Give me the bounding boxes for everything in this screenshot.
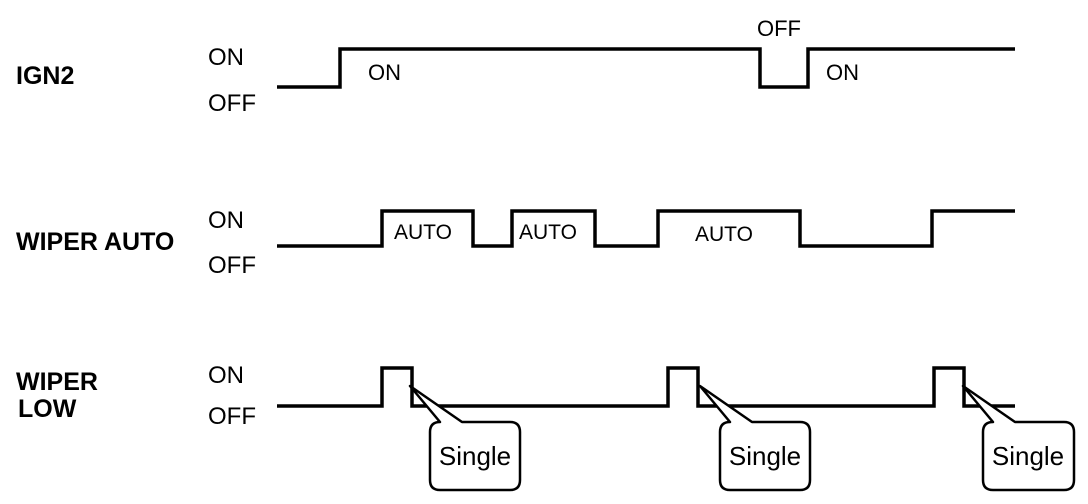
- wiper-auto-waveform: [277, 209, 1015, 248]
- wiper-auto-state-1: AUTO: [394, 221, 452, 244]
- single-callout-label-2: Single: [728, 441, 802, 471]
- wiper-low-waveform: [277, 366, 1015, 408]
- single-callout-label-1: Single: [438, 441, 512, 471]
- single-callout-2: [698, 384, 812, 492]
- wiper-auto-off-level-label: OFF: [208, 252, 256, 279]
- wiper-auto-state-3: AUTO: [695, 223, 753, 246]
- wiper-auto-on-level-label: ON: [208, 207, 244, 234]
- ign2-state-on-2: ON: [826, 60, 859, 85]
- ign2-on-level-label: ON: [208, 44, 244, 71]
- wiper-low-label-line2: LOW: [18, 395, 77, 423]
- wiper-low-label-line1: WIPER: [16, 368, 98, 396]
- ign2-label: IGN2: [16, 62, 75, 90]
- single-callout-label-3: Single: [991, 441, 1065, 471]
- ign2-state-off: OFF: [757, 16, 801, 41]
- wiper-low-off-level-label: OFF: [208, 403, 256, 430]
- single-callout-3: [961, 384, 1076, 492]
- wiper-low-on-level-label: ON: [208, 362, 244, 389]
- ign2-off-level-label: OFF: [208, 90, 256, 117]
- single-callout-1: [408, 384, 522, 492]
- wiper-auto-label: WIPER AUTO: [16, 228, 175, 256]
- wiper-auto-state-2: AUTO: [519, 221, 577, 244]
- ign2-waveform: [277, 47, 1015, 89]
- ign2-state-on-1: ON: [368, 60, 401, 85]
